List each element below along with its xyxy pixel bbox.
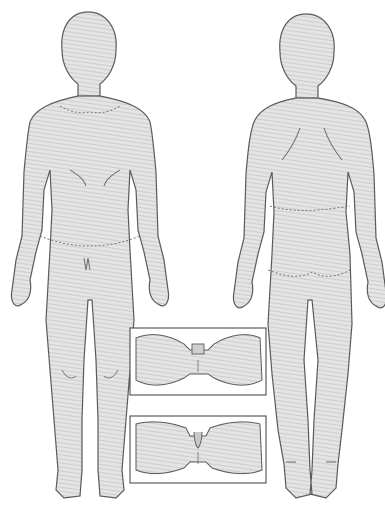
inset-top-mark	[192, 344, 204, 354]
front-head	[62, 12, 116, 96]
inset-top-box	[130, 328, 266, 395]
back-head	[280, 14, 334, 98]
inset-bottom-box	[130, 416, 266, 483]
